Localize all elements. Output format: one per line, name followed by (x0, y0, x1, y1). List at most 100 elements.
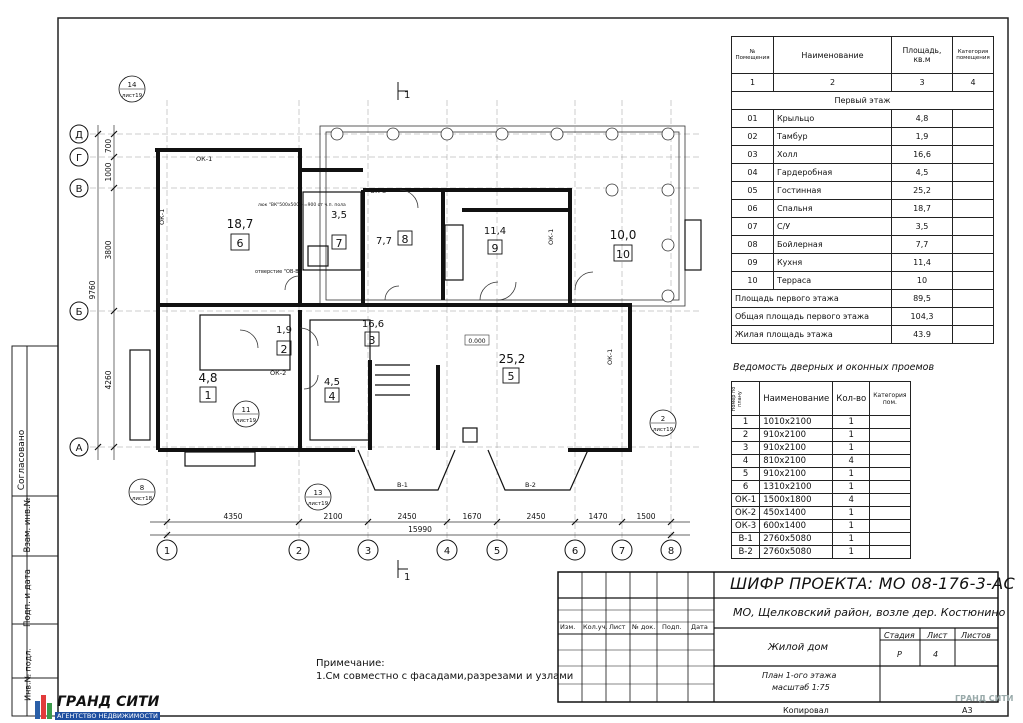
dim-4: 1670 (462, 512, 481, 521)
note-title: Примечание: (316, 658, 385, 669)
dim-7: 1500 (636, 512, 655, 521)
room-area-9: 11,4 (484, 226, 506, 237)
dim-left-2: 1000 (104, 162, 113, 181)
scale-text: масштаб 1:75 (772, 683, 830, 692)
callout-8: 8 (140, 484, 144, 492)
doors-num: В-2 (730, 545, 761, 559)
room-area-10: 10,0 (610, 228, 637, 242)
doors-table: Номер по плану Наименование Кол-во Катег… (730, 381, 911, 559)
room-num-6: 6 (237, 237, 244, 250)
dim-left-total: 9760 (88, 280, 97, 299)
room-num-1: 1 (205, 389, 212, 402)
logo-subtitle: АГЕНТСТВО НЕДВИЖИМОСТИ (55, 712, 160, 720)
dim-left-4: 4260 (104, 370, 113, 389)
axis-number-1: 1 (164, 546, 170, 557)
room-num-10: 10 (616, 248, 630, 261)
format-label: А3 (962, 706, 973, 715)
room-area-8: 7,7 (376, 236, 392, 247)
title-col-sign: Подп. (662, 623, 682, 631)
room-area-7: 3,5 (331, 210, 347, 221)
logo-name-small: ГРАНД СИТИ (955, 694, 1014, 703)
axis-number-8: 8 (668, 546, 674, 557)
dim-left-3: 3800 (104, 240, 113, 259)
room-num-4: 4 (329, 390, 336, 403)
room-area-2: 1,9 (276, 325, 292, 336)
dim-total: 15990 (408, 525, 432, 534)
room-area-5: 25,2 (499, 352, 526, 366)
room-num-8: 8 (402, 233, 409, 246)
room-area-3: 16,6 (362, 319, 384, 330)
dim-5: 2450 (526, 512, 545, 521)
axis-letter-d: Д (75, 130, 83, 141)
callout-2: 2 (661, 415, 665, 423)
room-num-2: 2 (281, 343, 288, 356)
logo-icon (33, 693, 57, 723)
sheet-title: План 1-ого этажа (762, 671, 837, 680)
room-num-7: 7 (336, 237, 343, 250)
axis-number-2: 2 (296, 546, 302, 557)
stage-value: Р (897, 650, 902, 659)
doors-header-qty: Кол-во (832, 381, 871, 416)
project-code: ШИФР ПРОЕКТА: МО 08-176-3-АС (730, 574, 1015, 593)
note-text: 1.См совместно с фасадами,разрезами и уз… (316, 671, 574, 682)
callout-14-sheet: лист19 (122, 93, 143, 99)
axis-letter-a: А (76, 443, 83, 454)
callout-14: 14 (128, 81, 137, 89)
sheet-value: 4 (933, 650, 939, 659)
rooms-table: № Помещения Наименование Площадь, кв.м К… (731, 36, 994, 344)
copied-label: Копировал (783, 706, 829, 715)
doors-name: 2760x5080 (759, 545, 834, 559)
room-area-6: 18,7 (227, 217, 254, 231)
title-col-date: Дата (691, 623, 708, 631)
window-ok1-top: ОК-1 (196, 155, 212, 163)
axis-number-6: 6 (572, 546, 578, 557)
room-area-4: 4,5 (324, 377, 340, 388)
dim-6: 1470 (588, 512, 607, 521)
axis-letter-v: В (76, 184, 83, 195)
callout-11-sheet: лист19 (236, 418, 257, 424)
doors-category (869, 545, 911, 559)
room-num-5: 5 (508, 370, 515, 383)
doors-header-name: Наименование (759, 381, 834, 416)
sheet-label: Лист (927, 631, 948, 640)
callout-8-sheet: лист18 (132, 496, 153, 502)
section-mark-bottom: 1 (404, 572, 410, 583)
axis-number-3: 3 (365, 546, 371, 557)
axis-number-5: 5 (494, 546, 500, 557)
title-col-doc: № док. (632, 623, 656, 631)
title-col-izm: Изм. (560, 623, 576, 631)
axis-number-4: 4 (444, 546, 450, 557)
room-num-9: 9 (492, 242, 499, 255)
rooms-header-area: Площадь, кв.м (891, 36, 953, 74)
callout-11: 11 (242, 406, 251, 414)
dim-1: 4350 (223, 512, 242, 521)
object-name: Жилой дом (768, 642, 829, 653)
callout-13-sheet: лист19 (308, 501, 329, 507)
axis-letter-g: Г (76, 153, 82, 164)
window-b2: В-2 (525, 481, 536, 489)
window-b1: В-1 (397, 481, 408, 489)
title-col-koluch: Кол.уч. (583, 623, 608, 631)
doors-table-title: Ведомость дверных и оконных проемов (733, 362, 935, 373)
rooms-total-category (952, 325, 994, 344)
dim-2: 2100 (323, 512, 342, 521)
callout-2-sheet: лист19 (653, 427, 674, 433)
room-num-3: 3 (369, 334, 376, 347)
rooms-header-category: Категория помещения (952, 36, 994, 74)
callout-13: 13 (314, 489, 323, 497)
hole-note: отверстие "ОВ-ВК" (255, 269, 305, 275)
logo-name: ГРАНД СИТИ (57, 694, 160, 710)
project-address: МО, Щелковский район, возле дер. Костюни… (733, 606, 1006, 619)
dim-left-1: 700 (104, 139, 113, 154)
vent-note: люк "ВК"500х500 Н=900 от ч.п. пола (258, 202, 346, 208)
room-area-1: 4,8 (198, 371, 217, 385)
window-ok1-kitchen: ОК-1 (547, 229, 555, 245)
axis-letter-b: Б (76, 307, 83, 318)
title-col-list: Лист (609, 623, 626, 631)
level-mark: 0.000 (468, 338, 485, 345)
window-ok2: ОК-2 (270, 369, 286, 377)
axis-number-7: 7 (619, 546, 625, 557)
sheets-label: Листов (961, 631, 991, 640)
stage-label: Стадия (884, 631, 915, 640)
